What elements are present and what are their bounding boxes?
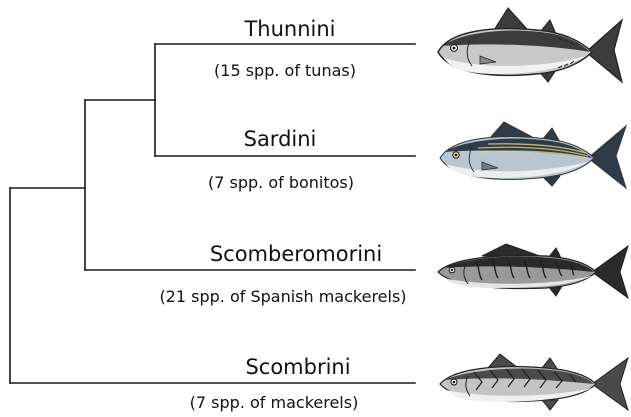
cladogram: [10, 44, 415, 383]
tribe-name-sardini: Sardini: [244, 127, 317, 151]
tribe-name-scomberomorini: Scomberomorini: [210, 242, 382, 266]
tribe-name-thunnini: Thunnini: [243, 17, 335, 41]
fish-illustrations: [438, 8, 628, 410]
tribe-note-thunnini: (15 spp. of tunas): [214, 61, 356, 80]
tribe-name-scombrini: Scombrini: [245, 355, 350, 379]
tuna-icon: [438, 8, 622, 82]
bonito-icon: [440, 122, 626, 188]
tribe-note-scombrini: (7 spp. of mackerels): [190, 393, 359, 412]
tribe-labels: Thunnini (15 spp. of tunas) Sardini (7 s…: [159, 17, 406, 412]
spanish-mackerel-icon: [438, 244, 628, 298]
tribe-note-sardini: (7 spp. of bonitos): [208, 173, 354, 192]
tribe-note-scomberomorini: (21 spp. of Spanish mackerels): [159, 287, 406, 306]
mackerel-icon: [440, 354, 628, 410]
